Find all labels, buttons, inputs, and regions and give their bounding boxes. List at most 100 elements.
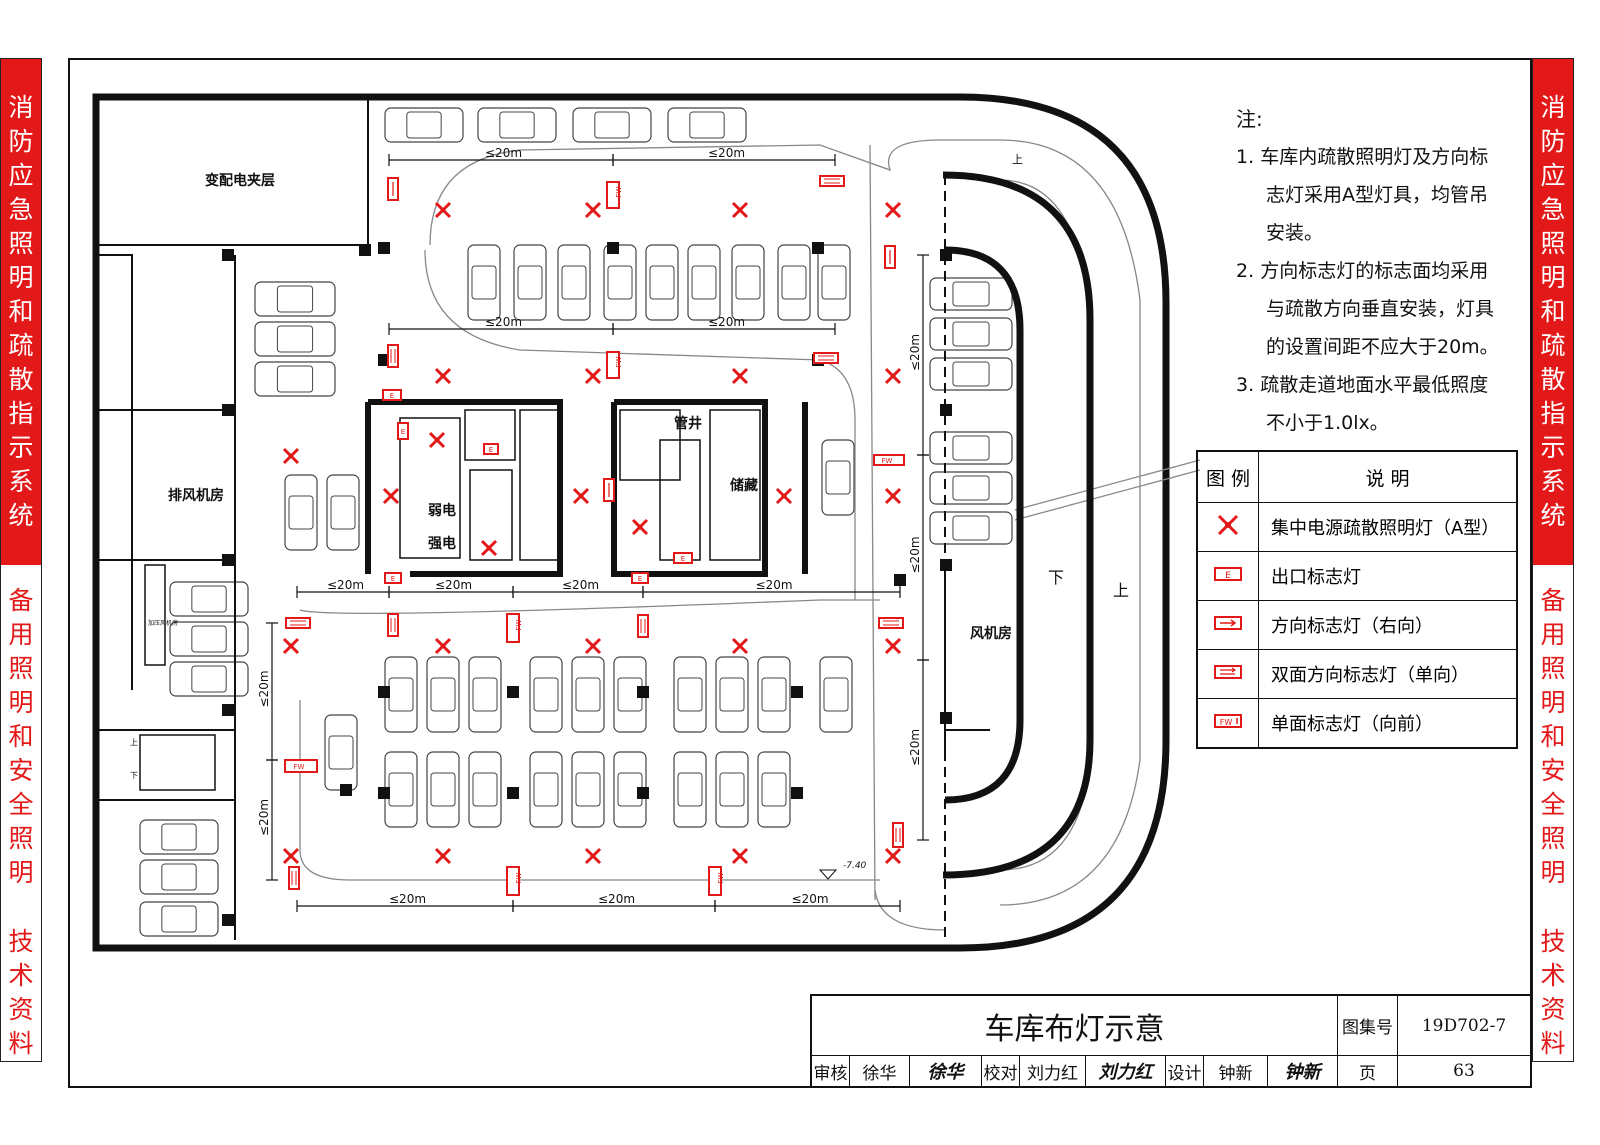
evac-light-icon: [731, 201, 749, 219]
car: [571, 751, 605, 828]
evac-light-icon: [884, 487, 902, 505]
car: [715, 751, 749, 828]
column: [340, 784, 352, 796]
double-direction-sign-icon: [387, 613, 399, 637]
notes-heading: 注:: [1236, 107, 1263, 131]
exit-sign-code: E: [391, 575, 395, 583]
double-direction-sign-icon: [637, 614, 649, 638]
column: [222, 704, 234, 716]
stair-label-up: 上: [130, 738, 138, 747]
design-label: 设计: [1166, 1056, 1204, 1086]
note-text: 车库内疏散照明灯及方向标志灯采用A型灯具，均管吊安装。: [1260, 146, 1489, 244]
structural-columns: [222, 242, 952, 926]
column: [507, 686, 519, 698]
page-number: 63: [1453, 1061, 1475, 1081]
atlas-number: 19D702-7: [1398, 996, 1530, 1056]
forward-sign-icon: FW: [606, 351, 623, 379]
column: [378, 787, 390, 799]
car: [929, 511, 1013, 545]
direction-sign-icon: [1214, 615, 1242, 630]
exit-sign-icon: E: [397, 422, 409, 440]
car: [731, 244, 765, 321]
forward-sign-icon: FW: [284, 759, 318, 773]
forward-sign-code: FW: [717, 872, 725, 883]
double-direction-sign-icon: [813, 352, 839, 364]
room-label-weak-current: 弱电: [428, 502, 456, 519]
double-direction-sign-icon: [878, 617, 904, 629]
evac-light-icon: [282, 847, 300, 865]
drawing-title: 车库布灯示意: [812, 996, 1338, 1056]
direction-sign-icon: [603, 478, 615, 502]
car: [667, 107, 747, 143]
dimension-label: ≤20m: [389, 892, 426, 906]
car: [169, 581, 249, 617]
parking-stalls: [139, 107, 1013, 937]
legend-row-symbol: [1196, 502, 1259, 552]
exit-sign-code: E: [638, 575, 642, 583]
car: [817, 244, 851, 321]
car: [139, 859, 219, 895]
sidebar-seg-tech: 技术资料: [8, 927, 34, 1058]
room-label-storage: 储藏: [729, 477, 758, 494]
review-label: 审核: [812, 1056, 850, 1086]
forward-sign-icon: FW: [506, 613, 523, 643]
exit-sign-code: E: [1225, 571, 1231, 581]
dimension-h: ≤20m: [642, 578, 901, 598]
car: [326, 474, 360, 551]
double-direction-sign-icon: [285, 617, 311, 629]
note-num: 2.: [1236, 260, 1255, 282]
legend-table: 图 例 说 明 集中电源疏散照明灯（A型） E 出口标志灯 方向标志灯（右向） …: [1196, 450, 1518, 749]
forward-sign-icon: FW: [1214, 713, 1242, 728]
ramp-label-up-top: 上: [1012, 153, 1023, 166]
dimension-h: ≤20m: [512, 892, 716, 912]
note-text: 方向标志灯的标志面均采用与疏散方向垂直安装，灯具的设置间距不应大于20m。: [1260, 260, 1499, 358]
legend-row-desc: 双面方向标志灯（单向）: [1258, 649, 1518, 699]
dimension-v: ≤20m: [908, 454, 929, 661]
car: [139, 819, 219, 855]
dimension-h: ≤20m: [388, 315, 614, 335]
evac-light-icon: [584, 201, 602, 219]
evac-light-icon: [631, 518, 649, 536]
car: [426, 751, 460, 828]
car: [777, 244, 811, 321]
evac-light-icon: [434, 637, 452, 655]
forward-sign-code: FW: [515, 872, 523, 883]
legend-row-symbol: E: [1196, 551, 1259, 601]
dimension-v: ≤20m: [908, 659, 929, 841]
sidebar-seg-backup: 备用照明和安全照明: [8, 586, 34, 887]
ramp-walls: [942, 171, 1094, 879]
dimension-label: ≤20m: [708, 146, 745, 160]
right-sidebar: 消防应急照明和疏散指示系统 备用照明和安全照明 技术资料: [1532, 58, 1574, 1062]
elevation-label: -7.40: [843, 861, 867, 871]
exit-sign-icon: E: [382, 389, 402, 401]
column: [812, 242, 824, 254]
double-direction-sign-icon: [288, 866, 300, 890]
evac-light-icon: [584, 637, 602, 655]
atlas-label: 图集号: [1338, 996, 1398, 1056]
column: [359, 244, 371, 256]
car: [139, 901, 219, 937]
car: [254, 361, 336, 397]
exit-sign-icon: E: [384, 572, 402, 584]
note-num: 3.: [1236, 374, 1255, 396]
evac-light-icon: [884, 201, 902, 219]
car: [324, 714, 358, 791]
car: [603, 244, 637, 321]
car: [572, 107, 652, 143]
car: [468, 751, 502, 828]
notes-panel: 注: 1. 车库内疏散照明灯及方向标志灯采用A型灯具，均管吊安装。 2. 方向标…: [1236, 100, 1506, 442]
legend-row-desc: 集中电源疏散照明灯（A型）: [1258, 502, 1518, 552]
car: [254, 281, 336, 317]
exit-sign-code: E: [489, 446, 493, 454]
car: [571, 656, 605, 733]
evac-light-icon: [282, 637, 300, 655]
evac-light-icon: [584, 367, 602, 385]
car: [426, 656, 460, 733]
check-label: 校对: [982, 1056, 1020, 1086]
legend-row-symbol: [1196, 600, 1259, 650]
car: [468, 656, 502, 733]
car: [254, 321, 336, 357]
car: [929, 357, 1013, 391]
legend-row-symbol: FW: [1196, 698, 1259, 749]
evac-light-icon: [884, 637, 902, 655]
